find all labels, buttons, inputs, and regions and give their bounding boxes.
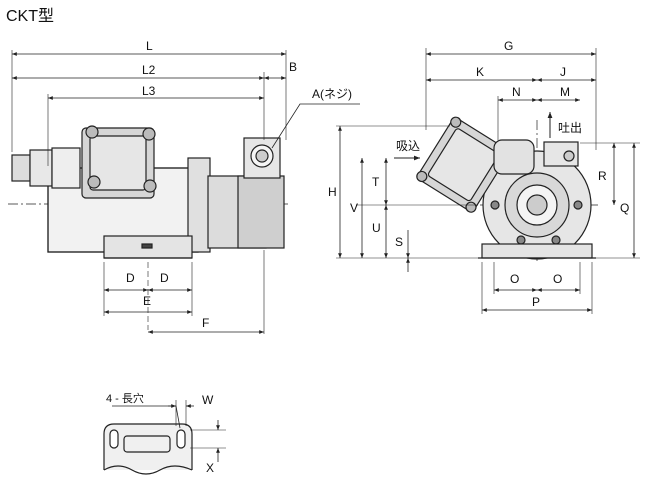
label-slot: 4 - 長穴 xyxy=(106,391,144,405)
label-U: U xyxy=(372,221,381,235)
label-P: P xyxy=(532,295,540,309)
label-W: W xyxy=(202,393,214,407)
label-suction: 吸込 xyxy=(396,139,420,153)
label-O2: O xyxy=(553,272,562,286)
label-J: J xyxy=(560,65,566,79)
label-L: L xyxy=(146,39,153,53)
side-view-labels: L L2 L3 B A(ネジ) D D E F xyxy=(126,39,352,330)
label-D2: D xyxy=(160,271,169,285)
label-V: V xyxy=(350,201,358,215)
label-Q: Q xyxy=(620,201,629,215)
label-B: B xyxy=(289,60,297,74)
label-T: T xyxy=(372,175,380,189)
side-view-dimensions xyxy=(12,52,360,334)
label-K: K xyxy=(476,65,484,79)
drawing-title: CKT型 xyxy=(6,8,55,25)
front-view-dimensions xyxy=(338,52,636,312)
label-X: X xyxy=(206,461,214,475)
label-R: R xyxy=(598,169,607,183)
label-discharge: 吐出 xyxy=(558,121,582,135)
label-D1: D xyxy=(126,271,135,285)
label-O1: O xyxy=(510,272,519,286)
label-E: E xyxy=(143,294,151,308)
label-N: N xyxy=(512,85,521,99)
side-view xyxy=(8,50,290,334)
label-F: F xyxy=(202,316,209,330)
label-M: M xyxy=(560,85,570,99)
label-H: H xyxy=(328,185,337,199)
label-L2: L2 xyxy=(142,63,156,77)
front-view-labels: G K J N M 吸込 吐出 H V T U S R Q O O P xyxy=(328,39,629,309)
label-G: G xyxy=(504,39,513,53)
label-A-thread: A(ネジ) xyxy=(312,87,352,101)
front-view xyxy=(336,48,640,314)
label-L3: L3 xyxy=(142,84,156,98)
label-S: S xyxy=(395,235,403,249)
flow-arrows xyxy=(394,112,553,161)
slot-detail xyxy=(103,400,226,475)
slot-detail-labels: 4 - 長穴 W X xyxy=(106,391,214,475)
